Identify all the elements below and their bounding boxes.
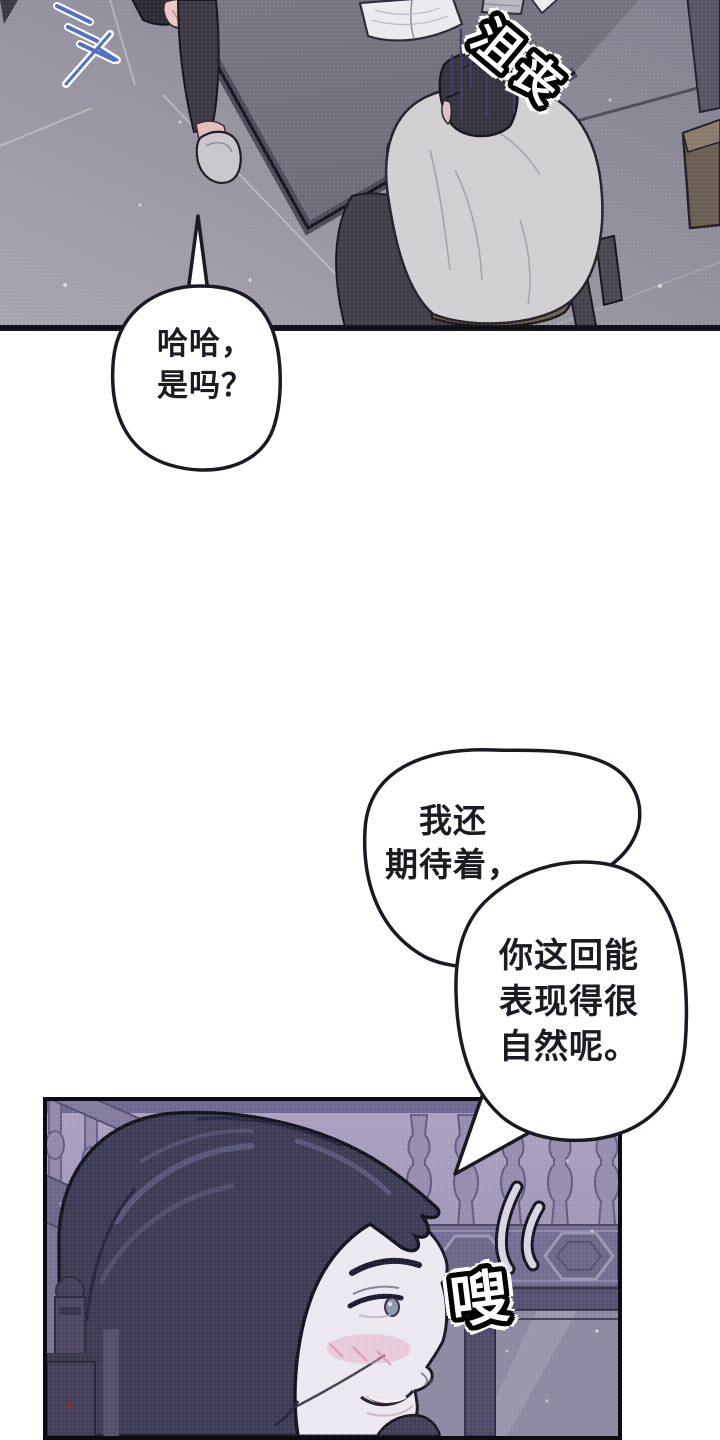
speech-bubble-3-text: 你这回能 表现得很 自然呢。	[456, 934, 682, 1071]
speech-line: 自然呢。	[499, 1027, 639, 1068]
speech-line: 哈哈，	[157, 326, 253, 362]
corner-shape	[0, 0, 18, 24]
top-panel	[0, 0, 720, 331]
shoulder	[375, 1413, 442, 1436]
speech-bubble-1-text: 哈哈， 是吗？	[112, 324, 298, 407]
speech-bubble-2-text: 我还 期待着，	[348, 799, 558, 887]
side-desk	[681, 118, 720, 230]
speech-line: 期待着，	[385, 845, 521, 885]
shirt	[384, 82, 604, 325]
cheek	[441, 99, 453, 126]
small-box	[480, 0, 525, 16]
left-furniture	[47, 1276, 119, 1436]
top-panel-art	[0, 0, 720, 331]
mouth	[360, 1389, 415, 1417]
open-book	[358, 0, 464, 42]
standing-person	[0, 0, 242, 184]
bottom-panel	[43, 1097, 622, 1440]
speed-lines	[53, 2, 121, 88]
speech-line: 我还	[419, 801, 487, 840]
speech-line: 是吗？	[157, 367, 253, 404]
gloom-lines	[450, 24, 516, 120]
character-head	[57, 1110, 449, 1436]
sparkles	[475, 1139, 599, 1403]
paper-wedge	[531, 0, 558, 15]
sitting-man	[335, 51, 624, 331]
hair-highlights	[99, 1128, 392, 1284]
bottom-panel-art	[47, 1101, 618, 1436]
blush	[327, 1334, 411, 1364]
hexagon-ornament	[436, 1231, 615, 1284]
panel-border-bottom	[0, 325, 720, 331]
eyebrow	[349, 1257, 422, 1276]
wall-post	[464, 1310, 496, 1436]
speech-line: 你这回能	[499, 936, 639, 976]
nostril	[429, 1379, 433, 1383]
speech-line: 表现得很	[499, 981, 639, 1022]
cabinet	[686, 0, 720, 114]
glasses-arm	[445, 91, 461, 99]
motion-marks	[494, 1180, 546, 1276]
eye	[347, 1285, 404, 1319]
hair	[57, 1110, 441, 1436]
sfx-swoosh: 嗖	[446, 1261, 513, 1337]
